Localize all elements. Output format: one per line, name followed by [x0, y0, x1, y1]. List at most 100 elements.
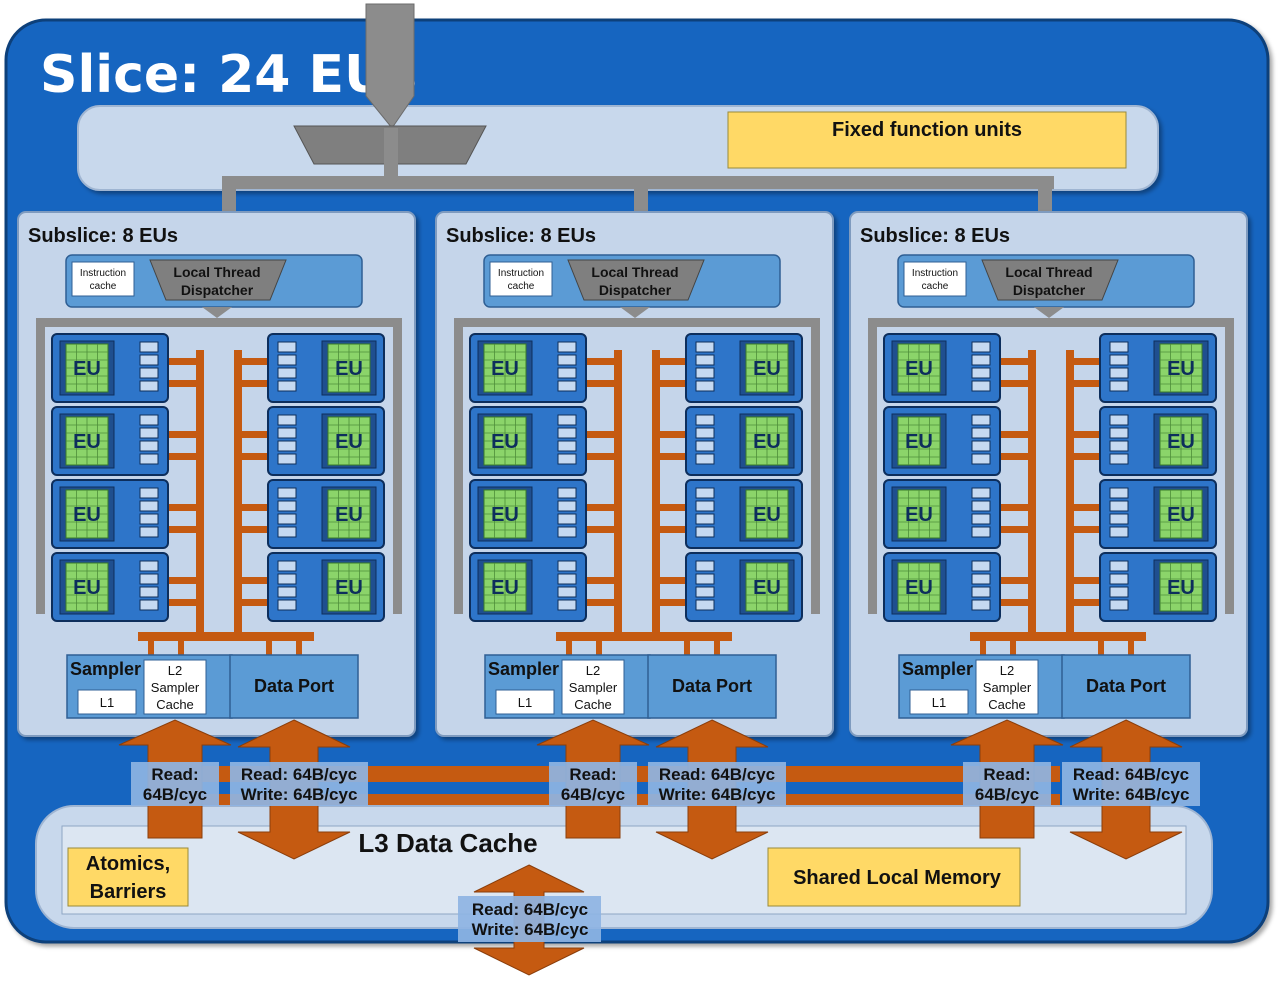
eu-net-link	[652, 577, 692, 584]
eu-thread-slot	[1109, 526, 1129, 538]
port-link	[1010, 640, 1016, 656]
eu-label: EU	[753, 577, 781, 599]
eu-net-bottom	[970, 632, 1146, 641]
instruction-cache-label: cache	[508, 281, 535, 292]
eu-net-link	[586, 453, 622, 460]
l1-cache-box	[495, 689, 555, 715]
eu-thread-slot	[139, 440, 159, 452]
eu-thread-slot	[971, 560, 991, 572]
eu-net-link	[586, 504, 622, 511]
eu-label: EU	[491, 358, 519, 380]
l2-label: L2	[168, 663, 182, 678]
port-link	[148, 640, 154, 656]
eu-label: EU	[905, 577, 933, 599]
eu-net-link	[586, 431, 622, 438]
eu-thread-slot	[277, 440, 297, 452]
eu-thread-slot	[1109, 586, 1129, 598]
eu-thread-slot	[557, 513, 577, 525]
eu-thread-slot	[139, 414, 159, 426]
eu-net-link	[234, 599, 274, 606]
eu-label: EU	[335, 431, 363, 453]
eu-thread-slot	[277, 427, 297, 439]
fixed-function-label: Fixed function units	[832, 119, 1022, 141]
eu-net-link	[168, 526, 204, 533]
shared-local-memory-label: Shared Local Memory	[793, 867, 1002, 889]
eu-thread-slot	[971, 440, 991, 452]
eu-label: EU	[753, 504, 781, 526]
eu-thread-slot	[277, 380, 297, 392]
eu-label: EU	[491, 577, 519, 599]
l2-sampler-cache-box	[143, 659, 207, 715]
eu-thread-slot	[695, 380, 715, 392]
execution-unit: EU	[1099, 479, 1217, 549]
sampler-label: Sampler	[488, 659, 559, 679]
eu-thread-slot	[971, 341, 991, 353]
dispatch-arrow	[620, 307, 650, 318]
sampler-read-bw: Read:	[569, 765, 616, 784]
atomics-label: Atomics,	[86, 853, 170, 875]
eu-net-link	[652, 504, 692, 511]
eu-thread-slot	[277, 453, 297, 465]
execution-unit: EU	[1099, 333, 1217, 403]
execution-unit: EU	[51, 333, 169, 403]
eu-thread-slot	[1109, 500, 1129, 512]
port-link	[980, 640, 986, 656]
eu-thread-slot	[971, 500, 991, 512]
eu-thread-slot	[971, 599, 991, 611]
eu-thread-slot	[277, 500, 297, 512]
sampler-read-bw: 64B/cyc	[975, 785, 1039, 804]
execution-unit: EU	[51, 406, 169, 476]
eu-label: EU	[1167, 431, 1195, 453]
l2-label: Sampler	[983, 680, 1032, 695]
eu-net-link	[234, 431, 274, 438]
eu-thread-slot	[695, 341, 715, 353]
eu-net-link	[1066, 504, 1106, 511]
eu-net-link	[586, 526, 622, 533]
eu-net-link	[652, 380, 692, 387]
eu-net-link	[1066, 380, 1106, 387]
sampler-read-bw: Read:	[151, 765, 198, 784]
port-link	[1098, 640, 1104, 656]
eu-net-link	[1000, 358, 1036, 365]
eu-net-link	[168, 358, 204, 365]
memory-bw-label-box	[458, 896, 601, 942]
bus-horizontal	[222, 176, 1054, 189]
local-thread-dispatcher	[149, 259, 287, 301]
eu-bus-top	[36, 318, 402, 327]
eu-thread-slot	[277, 513, 297, 525]
eu-label: EU	[73, 577, 101, 599]
atomics-barriers-box	[67, 847, 189, 907]
eu-net-link	[234, 526, 274, 533]
l2-label: Cache	[574, 697, 612, 712]
dispatcher-label: Dispatcher	[181, 282, 254, 298]
eu-thread-slot	[695, 586, 715, 598]
data-port-box	[647, 654, 777, 719]
eu-thread-slot	[557, 560, 577, 572]
eu-net-link	[1000, 431, 1036, 438]
eu-thread-slot	[971, 453, 991, 465]
sampler-bw-label-box	[131, 762, 219, 806]
eu-net-link	[1066, 577, 1106, 584]
port-link	[684, 640, 690, 656]
execution-unit: EU	[267, 333, 385, 403]
eu-thread-slot	[139, 354, 159, 366]
local-thread-dispatcher	[981, 259, 1119, 301]
eu-label: EU	[1167, 504, 1195, 526]
eu-thread-slot	[139, 599, 159, 611]
eu-net-link	[1000, 453, 1036, 460]
data-port-bw-label-box	[230, 762, 368, 806]
eu-thread-slot	[1109, 453, 1129, 465]
eu-net-link	[234, 358, 274, 365]
eu-net-right-spine	[234, 350, 242, 638]
eu-thread-slot	[1109, 513, 1129, 525]
eu-label: EU	[491, 431, 519, 453]
eu-thread-slot	[139, 427, 159, 439]
eu-bus-right	[1225, 318, 1234, 614]
sampler-label: Sampler	[902, 659, 973, 679]
instruction-cache-box	[903, 261, 967, 297]
eu-thread-slot	[557, 599, 577, 611]
memory-read-bw: Read: 64B/cyc	[472, 900, 588, 919]
eu-thread-slot	[557, 354, 577, 366]
